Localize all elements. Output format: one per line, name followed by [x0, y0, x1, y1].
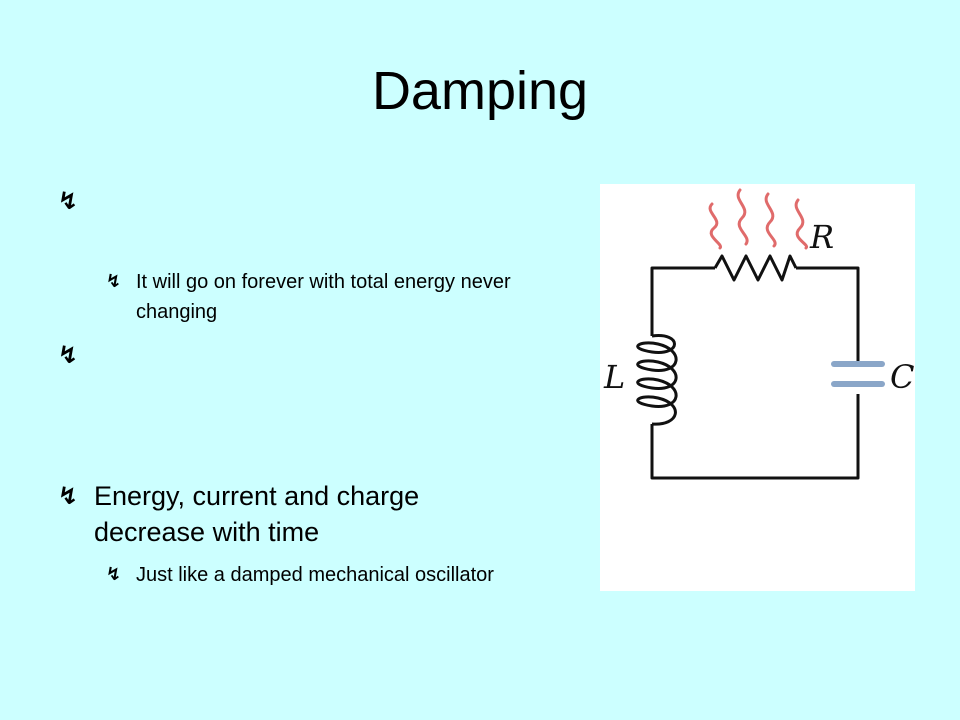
resistor-label: R — [809, 218, 834, 256]
inductor-label: L — [603, 358, 625, 396]
sub-bullet-item: ↯ It will go on forever with total energ… — [106, 267, 576, 327]
bullet-item: ↯ Energy, current and charge decrease wi… — [58, 478, 518, 550]
inductor-coil-icon — [636, 334, 678, 426]
sub-bullet-item: ↯ Just like a damped mechanical oscillat… — [106, 560, 576, 590]
capacitor-icon — [831, 361, 885, 387]
bullet-text: It will go on forever with total energy … — [136, 271, 511, 323]
bullet-marker-icon: ↯ — [106, 564, 122, 585]
bullet-text: Energy, current and charge decrease with… — [94, 481, 420, 547]
circuit-wire — [650, 266, 860, 480]
circuit-svg: R L C — [600, 184, 915, 591]
heat-wave-icon — [708, 188, 808, 250]
bullet-item: ↯ — [58, 337, 518, 373]
bullet-marker-icon: ↯ — [106, 271, 122, 292]
bullet-item: ↯ — [58, 183, 518, 219]
capacitor-label: C — [890, 358, 914, 396]
bullet-text: Just like a damped mechanical oscillator — [136, 564, 494, 586]
bullet-marker-icon: ↯ — [58, 187, 79, 215]
rlc-circuit-diagram: R L C — [600, 184, 915, 591]
bullet-list: ↯ ↯ It will go on forever with total ene… — [58, 183, 576, 590]
bullet-marker-icon: ↯ — [58, 341, 79, 369]
slide-title: Damping — [371, 61, 589, 121]
resistor-icon — [713, 254, 798, 282]
bullet-marker-icon: ↯ — [58, 482, 79, 510]
